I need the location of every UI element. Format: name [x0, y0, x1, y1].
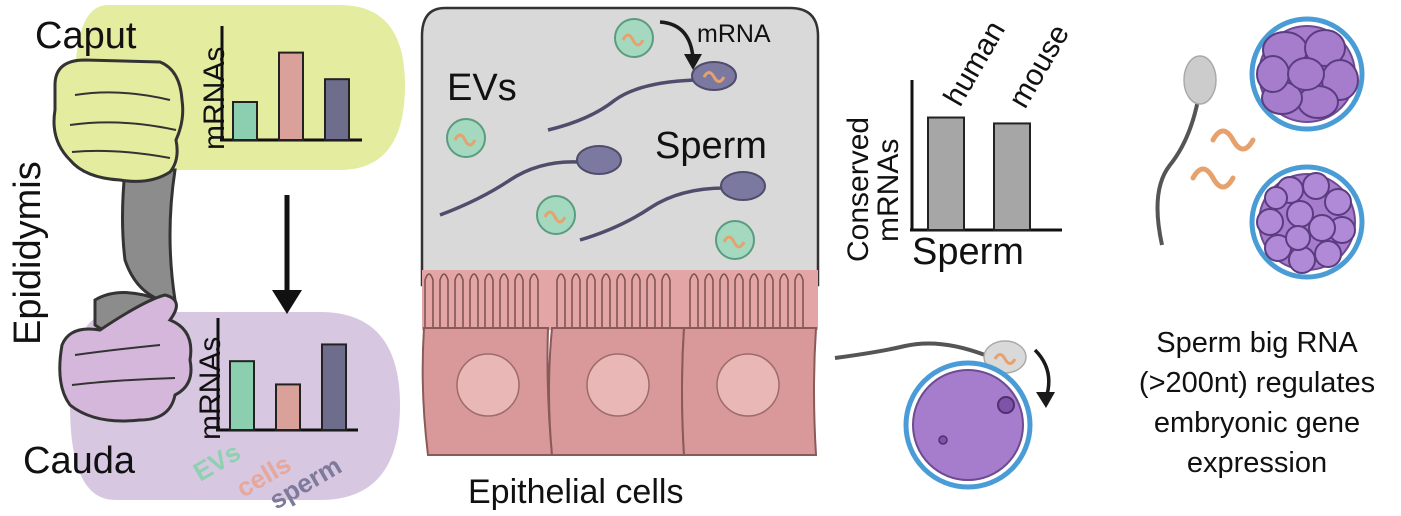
- conserved-ylabel-line1: Conserved: [842, 117, 875, 262]
- bar-cells: [278, 51, 304, 141]
- oocyte-icon: [903, 360, 1033, 490]
- fertilization-arrow: [1033, 348, 1051, 399]
- sperm-icon: [547, 61, 737, 132]
- bar-EVs: [232, 101, 258, 141]
- extracellular-vesicle-icon: [614, 18, 654, 58]
- epididymis-label: Epididymis: [7, 161, 49, 345]
- progression-arrowhead: [272, 290, 302, 314]
- sperm-label: Sperm: [655, 125, 767, 167]
- evs-label: EVs: [447, 67, 517, 109]
- mrna-transfer-arrow: [659, 20, 695, 59]
- sperm-axis-label: Sperm: [912, 231, 1024, 273]
- sperm-icon: [439, 145, 622, 217]
- mrna-transfer-arrowhead: [684, 54, 702, 70]
- caput-label: Caput: [35, 15, 137, 57]
- bar-sperm: [324, 78, 350, 141]
- caption-line-3: embryonic gene: [1154, 407, 1360, 439]
- extracellular-vesicle-icon: [536, 195, 576, 235]
- caption-line-2: (>200nt) regulates: [1139, 367, 1375, 399]
- bar-mouse: [993, 122, 1031, 231]
- cauda-ylabel: mRNAs: [194, 337, 227, 440]
- rna-strand-icon: [1190, 128, 1256, 190]
- extracellular-vesicle-icon: [446, 118, 486, 158]
- caption-line-4: expression: [1187, 447, 1327, 479]
- conserved-ylabel-line2: mRNAs: [872, 139, 905, 242]
- mouse-label: mouse: [1002, 19, 1076, 113]
- extracellular-vesicle-icon: [715, 220, 755, 260]
- mrna-label: mRNA: [697, 20, 771, 48]
- epithelial-cells-label: Epithelial cells: [468, 473, 683, 511]
- bar-cells: [275, 383, 301, 431]
- bar-sperm: [321, 343, 347, 431]
- epididymis-organ-icon: [52, 58, 193, 423]
- caput-chart: mRNAs: [198, 26, 362, 150]
- caput-ylabel: mRNAs: [198, 47, 231, 150]
- sperm-icon: [834, 340, 1027, 374]
- nucleus: [586, 353, 650, 417]
- embryo-morula-icon: [1249, 164, 1365, 280]
- caption-line-1: Sperm big RNA: [1156, 327, 1358, 359]
- fertilization-arrowhead: [1036, 392, 1055, 408]
- nucleus: [456, 353, 520, 417]
- epithelial-layer: [421, 270, 818, 456]
- embryo-8cell-icon: [1249, 16, 1365, 132]
- bar-human: [927, 116, 965, 231]
- cauda-label: Cauda: [23, 440, 136, 482]
- human-label: human: [937, 16, 1011, 112]
- sperm-icon: [579, 171, 766, 242]
- caption: Sperm big RNA (>200nt) regulates embryon…: [1139, 327, 1375, 479]
- bar-EVs: [229, 360, 255, 431]
- sperm-icon: [1155, 55, 1217, 246]
- nucleus: [716, 353, 780, 417]
- conserved-chart: Conserved mRNAs human mouse Sperm: [842, 16, 1076, 273]
